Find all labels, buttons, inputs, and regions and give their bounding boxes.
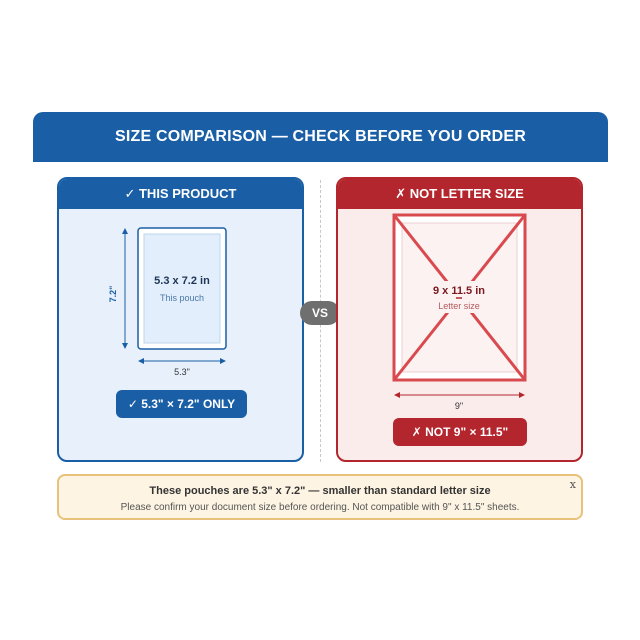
pouch-diagram: 5.3 x 7.2 in This pouch 7.2" 5.3" [108, 227, 227, 377]
close-icon[interactable]: x [569, 478, 576, 491]
vs-badge: VS [300, 301, 340, 325]
letter-label-backdrop [424, 281, 494, 313]
notice-title: These pouches are 5.3" x 7.2" — smaller … [149, 485, 491, 497]
size-notice: These pouches are 5.3" x 7.2" — smaller … [57, 474, 583, 520]
not-letter-badge: ✗ NOT 9" × 11.5" [393, 418, 527, 446]
letter-width-arrow-left [394, 392, 400, 398]
letter-outline [392, 213, 527, 382]
letter-width-arrow-right [519, 392, 525, 398]
height-label: 7.2" [108, 286, 118, 303]
banner-title: SIZE COMPARISON — CHECK BEFORE YOU ORDER [115, 128, 526, 145]
size-only-badge: ✓ 5.3" × 7.2" ONLY [116, 390, 247, 418]
letter-size-diagram: 9 x 11.5 in Letter size 9" [392, 213, 527, 411]
this-product-panel: ✓ THIS PRODUCT 5.3 x 7.2 in This pouch 7… [57, 177, 304, 462]
letter-width-label: 9" [455, 401, 463, 411]
page-title-banner: SIZE COMPARISON — CHECK BEFORE YOU ORDER [33, 112, 608, 162]
not-letter-size-header: ✗ NOT LETTER SIZE [338, 179, 581, 209]
not-letter-size-panel: ✗ NOT LETTER SIZE 9 x 11.5 in Letter siz… [336, 177, 583, 462]
pouch-inner [143, 233, 221, 344]
this-product-header: ✓ THIS PRODUCT [59, 179, 302, 209]
width-label: 5.3" [174, 367, 190, 377]
width-arrow-right [220, 358, 226, 364]
height-arrow-top [122, 228, 128, 234]
letter-sub-text: Letter size [438, 301, 480, 311]
height-arrow-bottom [122, 343, 128, 349]
notice-subtitle: Please confirm your document size before… [120, 502, 520, 513]
pouch-sub-text: This pouch [160, 293, 204, 303]
width-arrow-left [138, 358, 144, 364]
pouch-size-text: 5.3 x 7.2 in [154, 275, 210, 287]
letter-size-text: 9 x 11.5 in [433, 285, 485, 297]
